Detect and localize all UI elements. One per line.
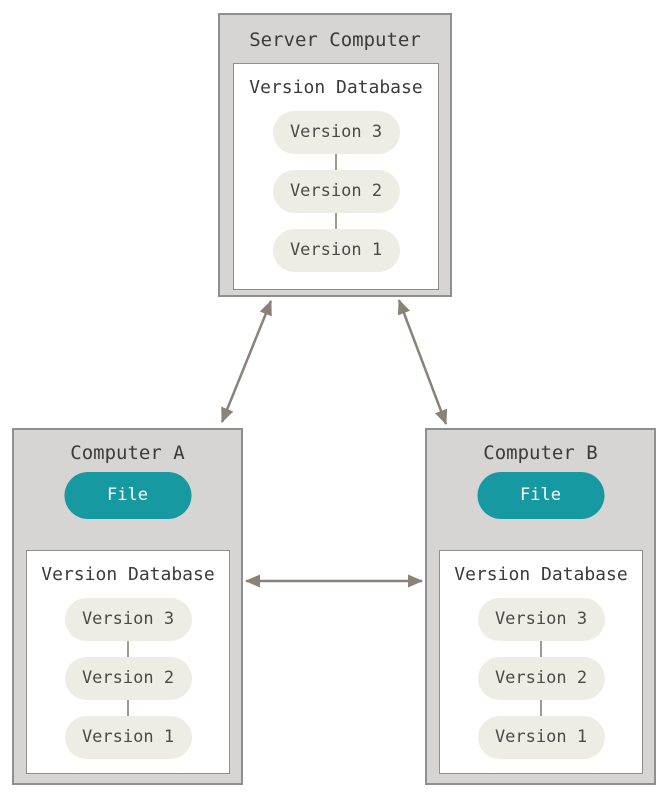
computer-b-version-database-box: Version Database Version 3 Version 2 Ver… xyxy=(439,550,643,774)
version-link-line xyxy=(335,213,337,229)
computer-b-version-1-pill: Version 1 xyxy=(477,716,605,759)
computer-a-box: Computer A File Version Database Version… xyxy=(12,428,243,785)
server-version-1-pill: Version 1 xyxy=(272,229,400,272)
server-version-3-pill: Version 3 xyxy=(272,111,400,154)
computer-a-version-3-pill: Version 3 xyxy=(64,598,192,641)
version-link-line xyxy=(127,641,129,657)
computer-b-version-2-pill: Version 2 xyxy=(477,657,605,700)
computer-a-version-2-pill: Version 2 xyxy=(64,657,192,700)
server-version-2-pill: Version 2 xyxy=(272,170,400,213)
server-version-database-box: Version Database Version 3 Version 2 Ver… xyxy=(233,63,439,290)
server-computer-title: Server Computer xyxy=(249,29,421,51)
computer-a-file-pill: File xyxy=(64,472,191,519)
arrow-server-to-computer-a xyxy=(220,300,273,423)
arrow-server-to-computer-b xyxy=(397,299,448,425)
computer-b-version-3-pill: Version 3 xyxy=(477,598,605,641)
version-link-line xyxy=(127,700,129,716)
server-version-database-title: Version Database xyxy=(249,77,423,98)
version-link-line xyxy=(540,700,542,716)
computer-a-title: Computer A xyxy=(70,442,185,464)
computer-b-box: Computer B File Version Database Version… xyxy=(425,428,656,785)
computer-b-title: Computer B xyxy=(483,442,598,464)
computer-a-version-1-pill: Version 1 xyxy=(64,716,192,759)
version-link-line xyxy=(335,154,337,170)
computer-a-version-database-title: Version Database xyxy=(41,564,215,585)
computer-a-version-database-box: Version Database Version 3 Version 2 Ver… xyxy=(26,550,230,774)
computer-b-version-database-title: Version Database xyxy=(454,564,628,585)
server-computer-box: Server Computer Version Database Version… xyxy=(218,13,452,297)
version-link-line xyxy=(540,641,542,657)
computer-b-file-pill: File xyxy=(477,472,604,519)
